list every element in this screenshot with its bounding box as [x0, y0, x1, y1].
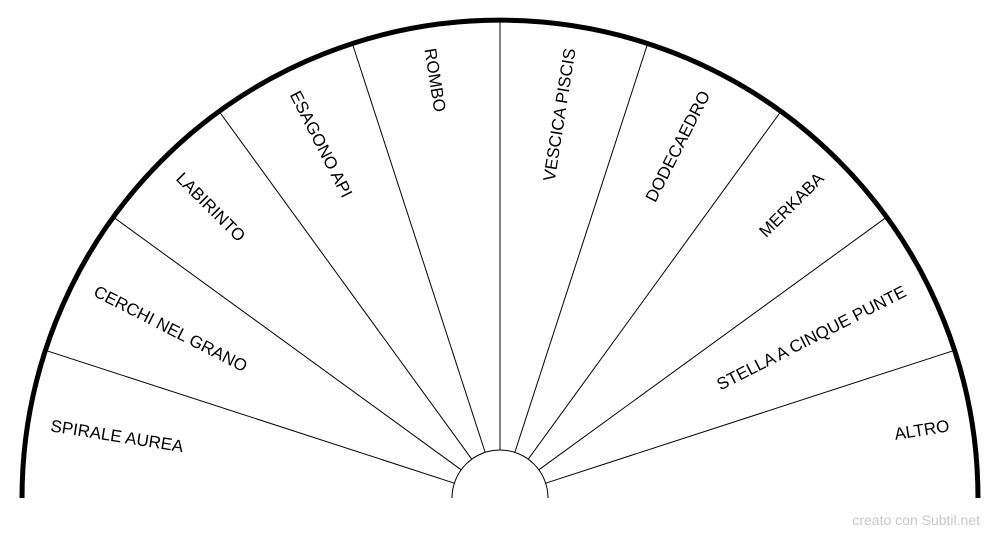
sector-label: CERCHI NEL GRANO	[91, 282, 251, 376]
sector-label: ROMBO	[420, 47, 449, 113]
sector-label: ALTRO	[893, 416, 951, 443]
outer-arc	[19, 17, 981, 499]
watermark: creato con Subtil.net	[852, 512, 980, 528]
sector-label: DODECAEDRO	[642, 88, 714, 205]
sector-divider	[514, 43, 649, 453]
sector-label: ESAGONO API	[286, 88, 356, 201]
sector-divider	[527, 110, 782, 460]
sector-divider	[545, 349, 955, 484]
sector-label: SPIRALE AUREA	[49, 416, 185, 456]
sector-label: STELLA A CINQUE PUNTE	[714, 282, 910, 394]
sector-label: VESCICA PISCIS	[540, 47, 580, 182]
sector-divider	[112, 216, 462, 471]
sector-divider	[538, 216, 888, 471]
sector-label: LABIRINTO	[172, 169, 249, 246]
sector-label: MERKABA	[756, 168, 829, 241]
sector-divider	[45, 349, 455, 484]
inner-arc	[451, 449, 549, 499]
sector-divider	[351, 43, 486, 453]
sector-divider	[218, 110, 473, 460]
